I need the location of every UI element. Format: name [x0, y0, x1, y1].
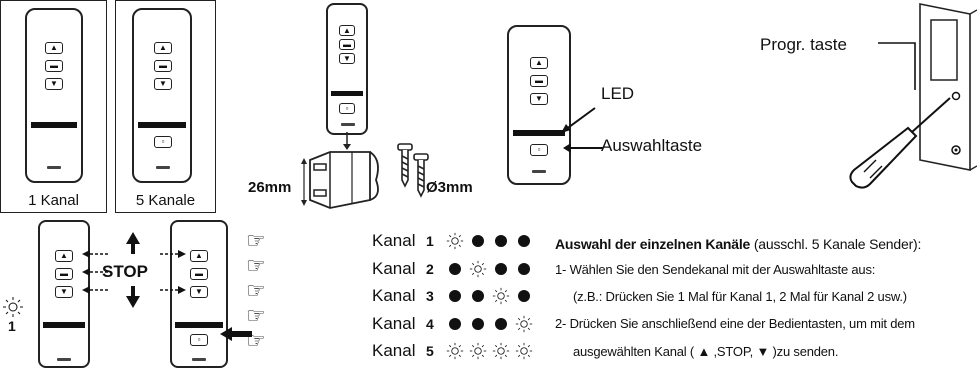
- channel-label: Kanal: [372, 231, 416, 250]
- channel-number: 1: [426, 233, 434, 249]
- logo: [341, 123, 355, 126]
- wall-bracket-drawing: [301, 132, 429, 209]
- instruction-step2: 2- Drücken Sie anschließend eine der Bed…: [555, 316, 915, 331]
- remote-1-kanal-frame: [0, 0, 107, 213]
- led-off-dot: [518, 235, 530, 247]
- down-button[interactable]: ▼: [45, 78, 63, 90]
- logo: [192, 358, 206, 361]
- stop-button[interactable]: ▬: [190, 268, 208, 280]
- remote-1-kanal: ▲ ▬ ▼: [25, 8, 83, 183]
- prog-key-label: Progr. taste: [760, 35, 847, 54]
- led-blink-icon: [492, 287, 510, 305]
- up-button[interactable]: ▲: [190, 250, 208, 262]
- instructions-title-bold: Auswahl der einzelnen Kanäle: [555, 236, 751, 252]
- down-button[interactable]: ▼: [530, 93, 548, 105]
- stop-button[interactable]: ▬: [530, 75, 548, 87]
- led-off-dot: [472, 317, 484, 330]
- led-blink-icon: [515, 315, 533, 333]
- stop-button[interactable]: ▬: [154, 60, 172, 72]
- callout-arrows: [561, 107, 603, 153]
- dimension-screw: Ø3mm: [426, 179, 473, 196]
- up-button[interactable]: ▲: [45, 42, 63, 54]
- up-button[interactable]: ▲: [530, 57, 548, 69]
- led-blink-icon: [515, 342, 533, 360]
- logo: [57, 358, 71, 361]
- channel-label: Kanal: [372, 341, 416, 360]
- hand-press-1-icon: ☞: [246, 228, 266, 253]
- hand-press-2-icon: ☞: [246, 253, 266, 278]
- up-button[interactable]: ▲: [154, 42, 172, 54]
- caption-1-kanal: 1 Kanal: [28, 192, 79, 209]
- channel-number: 2: [426, 260, 434, 277]
- logo: [47, 166, 61, 169]
- press-arrow: [220, 327, 252, 341]
- prog-key-drawing: [849, 3, 977, 189]
- led-band: [175, 322, 223, 328]
- instructions-title: Auswahl der einzelnen Kanäle (ausschl. 5…: [555, 236, 921, 252]
- led-blink-icon: [446, 232, 464, 250]
- select-button[interactable]: ▫: [154, 136, 172, 148]
- stop-button[interactable]: ▬: [45, 60, 63, 72]
- logo: [156, 166, 170, 169]
- caption-5-kanale: 5 Kanale: [135, 192, 196, 209]
- led-off-dot: [449, 317, 461, 330]
- instruction-step1-example: (z.B.: Drücken Sie 1 Mal für Kanal 1, 2 …: [573, 289, 907, 304]
- led-on-icon: [3, 297, 23, 317]
- led-off-dot: [495, 235, 507, 247]
- dimension-height: 26mm: [248, 179, 292, 196]
- led-blink-icon: [446, 342, 464, 360]
- hand-press-3-icon: ☞: [246, 278, 266, 303]
- down-button[interactable]: ▼: [154, 78, 172, 90]
- led-band: [513, 130, 565, 136]
- led-label: LED: [601, 84, 635, 103]
- led-off-dot: [449, 262, 461, 275]
- remote-mount: ▲ ▬ ▼ ▫: [326, 3, 368, 135]
- select-button[interactable]: ▫: [530, 144, 548, 156]
- instruction-step2-cont: ausgewählten Kanal ( ▲ ,STOP, ▼ )zu send…: [573, 344, 839, 359]
- channel-label: Kanal: [372, 258, 416, 278]
- remote-stop-right: ▲ ▬ ▼ ▫: [170, 220, 228, 368]
- led-off-dot: [495, 317, 507, 330]
- remote-stop-left: ▲ ▬ ▼: [38, 220, 90, 368]
- select-button[interactable]: ▫: [190, 334, 208, 346]
- stop-button[interactable]: ▬: [55, 268, 73, 280]
- led-band: [43, 322, 85, 328]
- instructions-title-rest: (ausschl. 5 Kanale Sender):: [750, 236, 922, 252]
- stop-label: STOP: [102, 262, 148, 281]
- led-off-dot: [495, 262, 507, 275]
- led-off-dot: [449, 290, 461, 302]
- led-off-dot: [472, 290, 484, 302]
- led-off-dot: [518, 290, 530, 302]
- led-band: [138, 122, 186, 128]
- channel-number: 3: [426, 288, 434, 304]
- led-blink-icon: [469, 260, 487, 278]
- down-button[interactable]: ▼: [339, 53, 355, 64]
- up-button[interactable]: ▲: [55, 250, 73, 262]
- led-blink-icon: [469, 342, 487, 360]
- led-blink-icon: [492, 342, 510, 360]
- select-button[interactable]: ▫: [339, 103, 355, 114]
- stop-arrows: [82, 232, 186, 308]
- led-off-dot: [518, 262, 530, 275]
- stop-button[interactable]: ▬: [339, 39, 355, 50]
- led-band: [331, 91, 363, 96]
- select-key-label: Auswahltaste: [601, 136, 703, 155]
- led-off-dot: [472, 235, 484, 247]
- channel-label: Kanal: [372, 313, 416, 333]
- remote-5-kanale-frame: [115, 0, 216, 213]
- channel-number: 4: [426, 315, 434, 332]
- down-button[interactable]: ▼: [190, 286, 208, 298]
- instruction-step1: 1- Wählen Sie den Sendekanal mit der Aus…: [555, 262, 876, 277]
- led-number: 1: [8, 318, 16, 334]
- remote-5-kanale: ▲ ▬ ▼ ▫: [132, 8, 192, 183]
- logo: [532, 170, 546, 173]
- hand-press-5-icon: ☞: [246, 328, 266, 353]
- remote-callout: ▲ ▬ ▼ ▫: [507, 25, 571, 185]
- down-button[interactable]: ▼: [55, 286, 73, 298]
- hand-press-4-icon: ☞: [246, 303, 266, 328]
- channel-number: 5: [426, 343, 434, 359]
- up-button[interactable]: ▲: [339, 25, 355, 36]
- channel-label: Kanal: [372, 286, 416, 305]
- led-band: [31, 122, 77, 128]
